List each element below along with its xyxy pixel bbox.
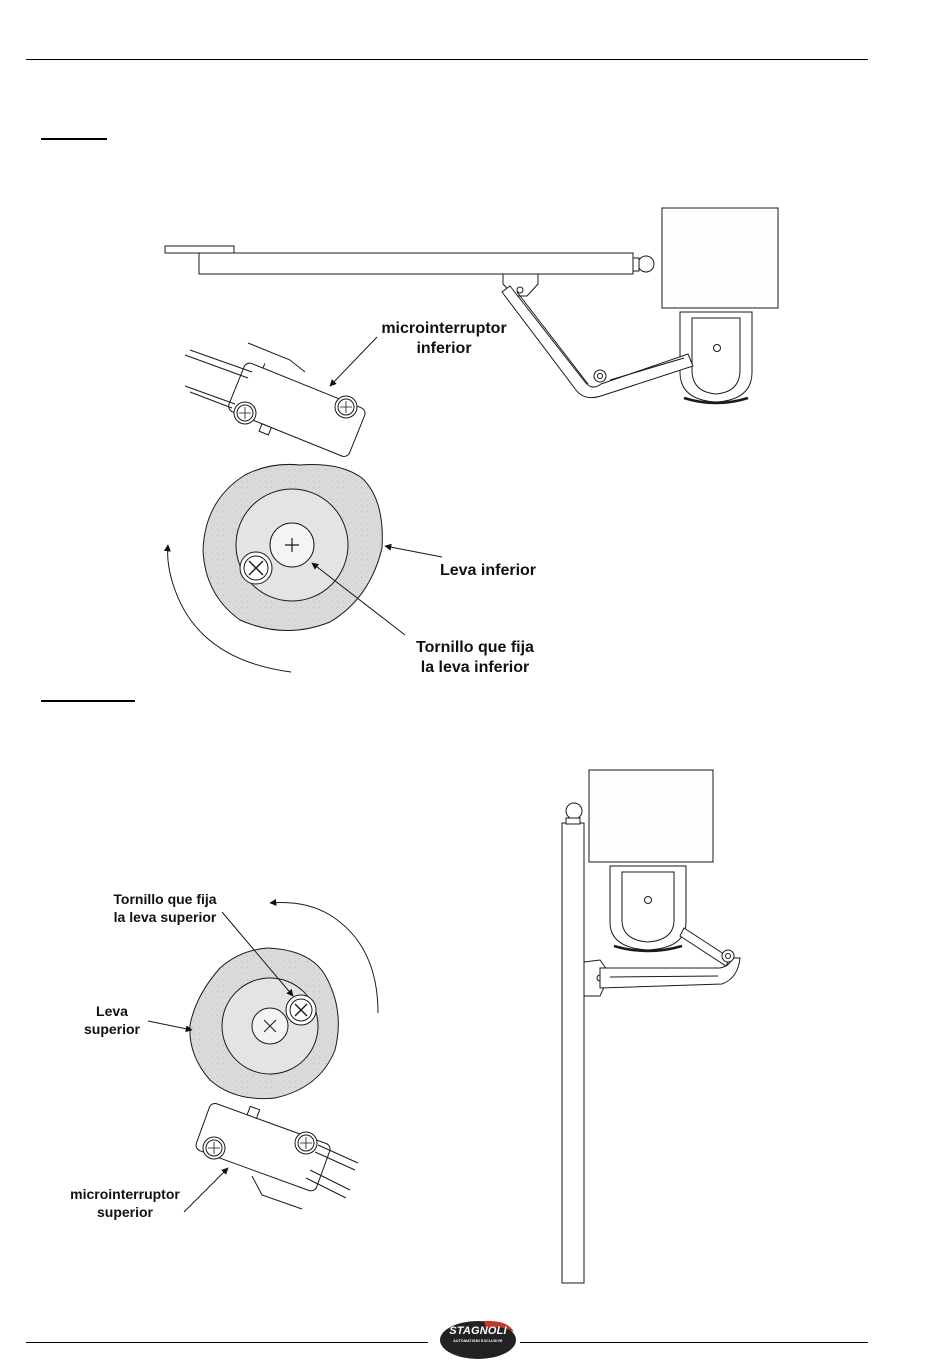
label-micro-superior: microinterruptor superior [56, 1186, 194, 1221]
label-leva-superior-line1: Leva [72, 1003, 152, 1021]
lower-cam [203, 464, 382, 630]
logo-tagline: AUTOMATISMI EXCLUSIVE [438, 1339, 518, 1343]
gate-arm-top [165, 246, 654, 296]
label-leva-superior-line2: superior [72, 1021, 152, 1039]
leader-leva-inferior [385, 546, 442, 557]
label-micro-inferior-line2: inferior [364, 339, 524, 359]
upper-microswitch [194, 1093, 358, 1209]
label-micro-inferior: microinterruptor inferior [364, 319, 524, 359]
label-micro-superior-line2: superior [56, 1204, 194, 1222]
label-tornillo-inferior-line1: Tornillo que fija [398, 638, 552, 658]
label-tornillo-inferior-line2: la leva inferior [398, 658, 552, 678]
label-micro-superior-line1: microinterruptor [56, 1186, 194, 1204]
motor-housing-top [662, 208, 778, 403]
label-tornillo-inferior: Tornillo que fija la leva inferior [398, 638, 552, 678]
upper-cam [190, 948, 339, 1099]
label-micro-inferior-line1: microinterruptor [364, 319, 524, 339]
gate-arm-bottom [562, 803, 584, 1283]
motor-housing-bottom [589, 770, 713, 951]
label-leva-superior: Leva superior [72, 1003, 152, 1038]
label-tornillo-superior: Tornillo que fija la leva superior [96, 891, 234, 926]
label-tornillo-superior-line1: Tornillo que fija [96, 891, 234, 909]
label-leva-inferior-line1: Leva inferior [428, 561, 548, 581]
logo-brand: STAGNOLI [438, 1325, 518, 1337]
leader-leva-superior [148, 1021, 192, 1030]
label-leva-inferior: Leva inferior [428, 561, 548, 581]
stagnoli-logo: STAGNOLI AUTOMATISMI EXCLUSIVE [438, 1316, 518, 1362]
label-tornillo-superior-line2: la leva superior [96, 909, 234, 927]
lower-microswitch [185, 343, 369, 466]
